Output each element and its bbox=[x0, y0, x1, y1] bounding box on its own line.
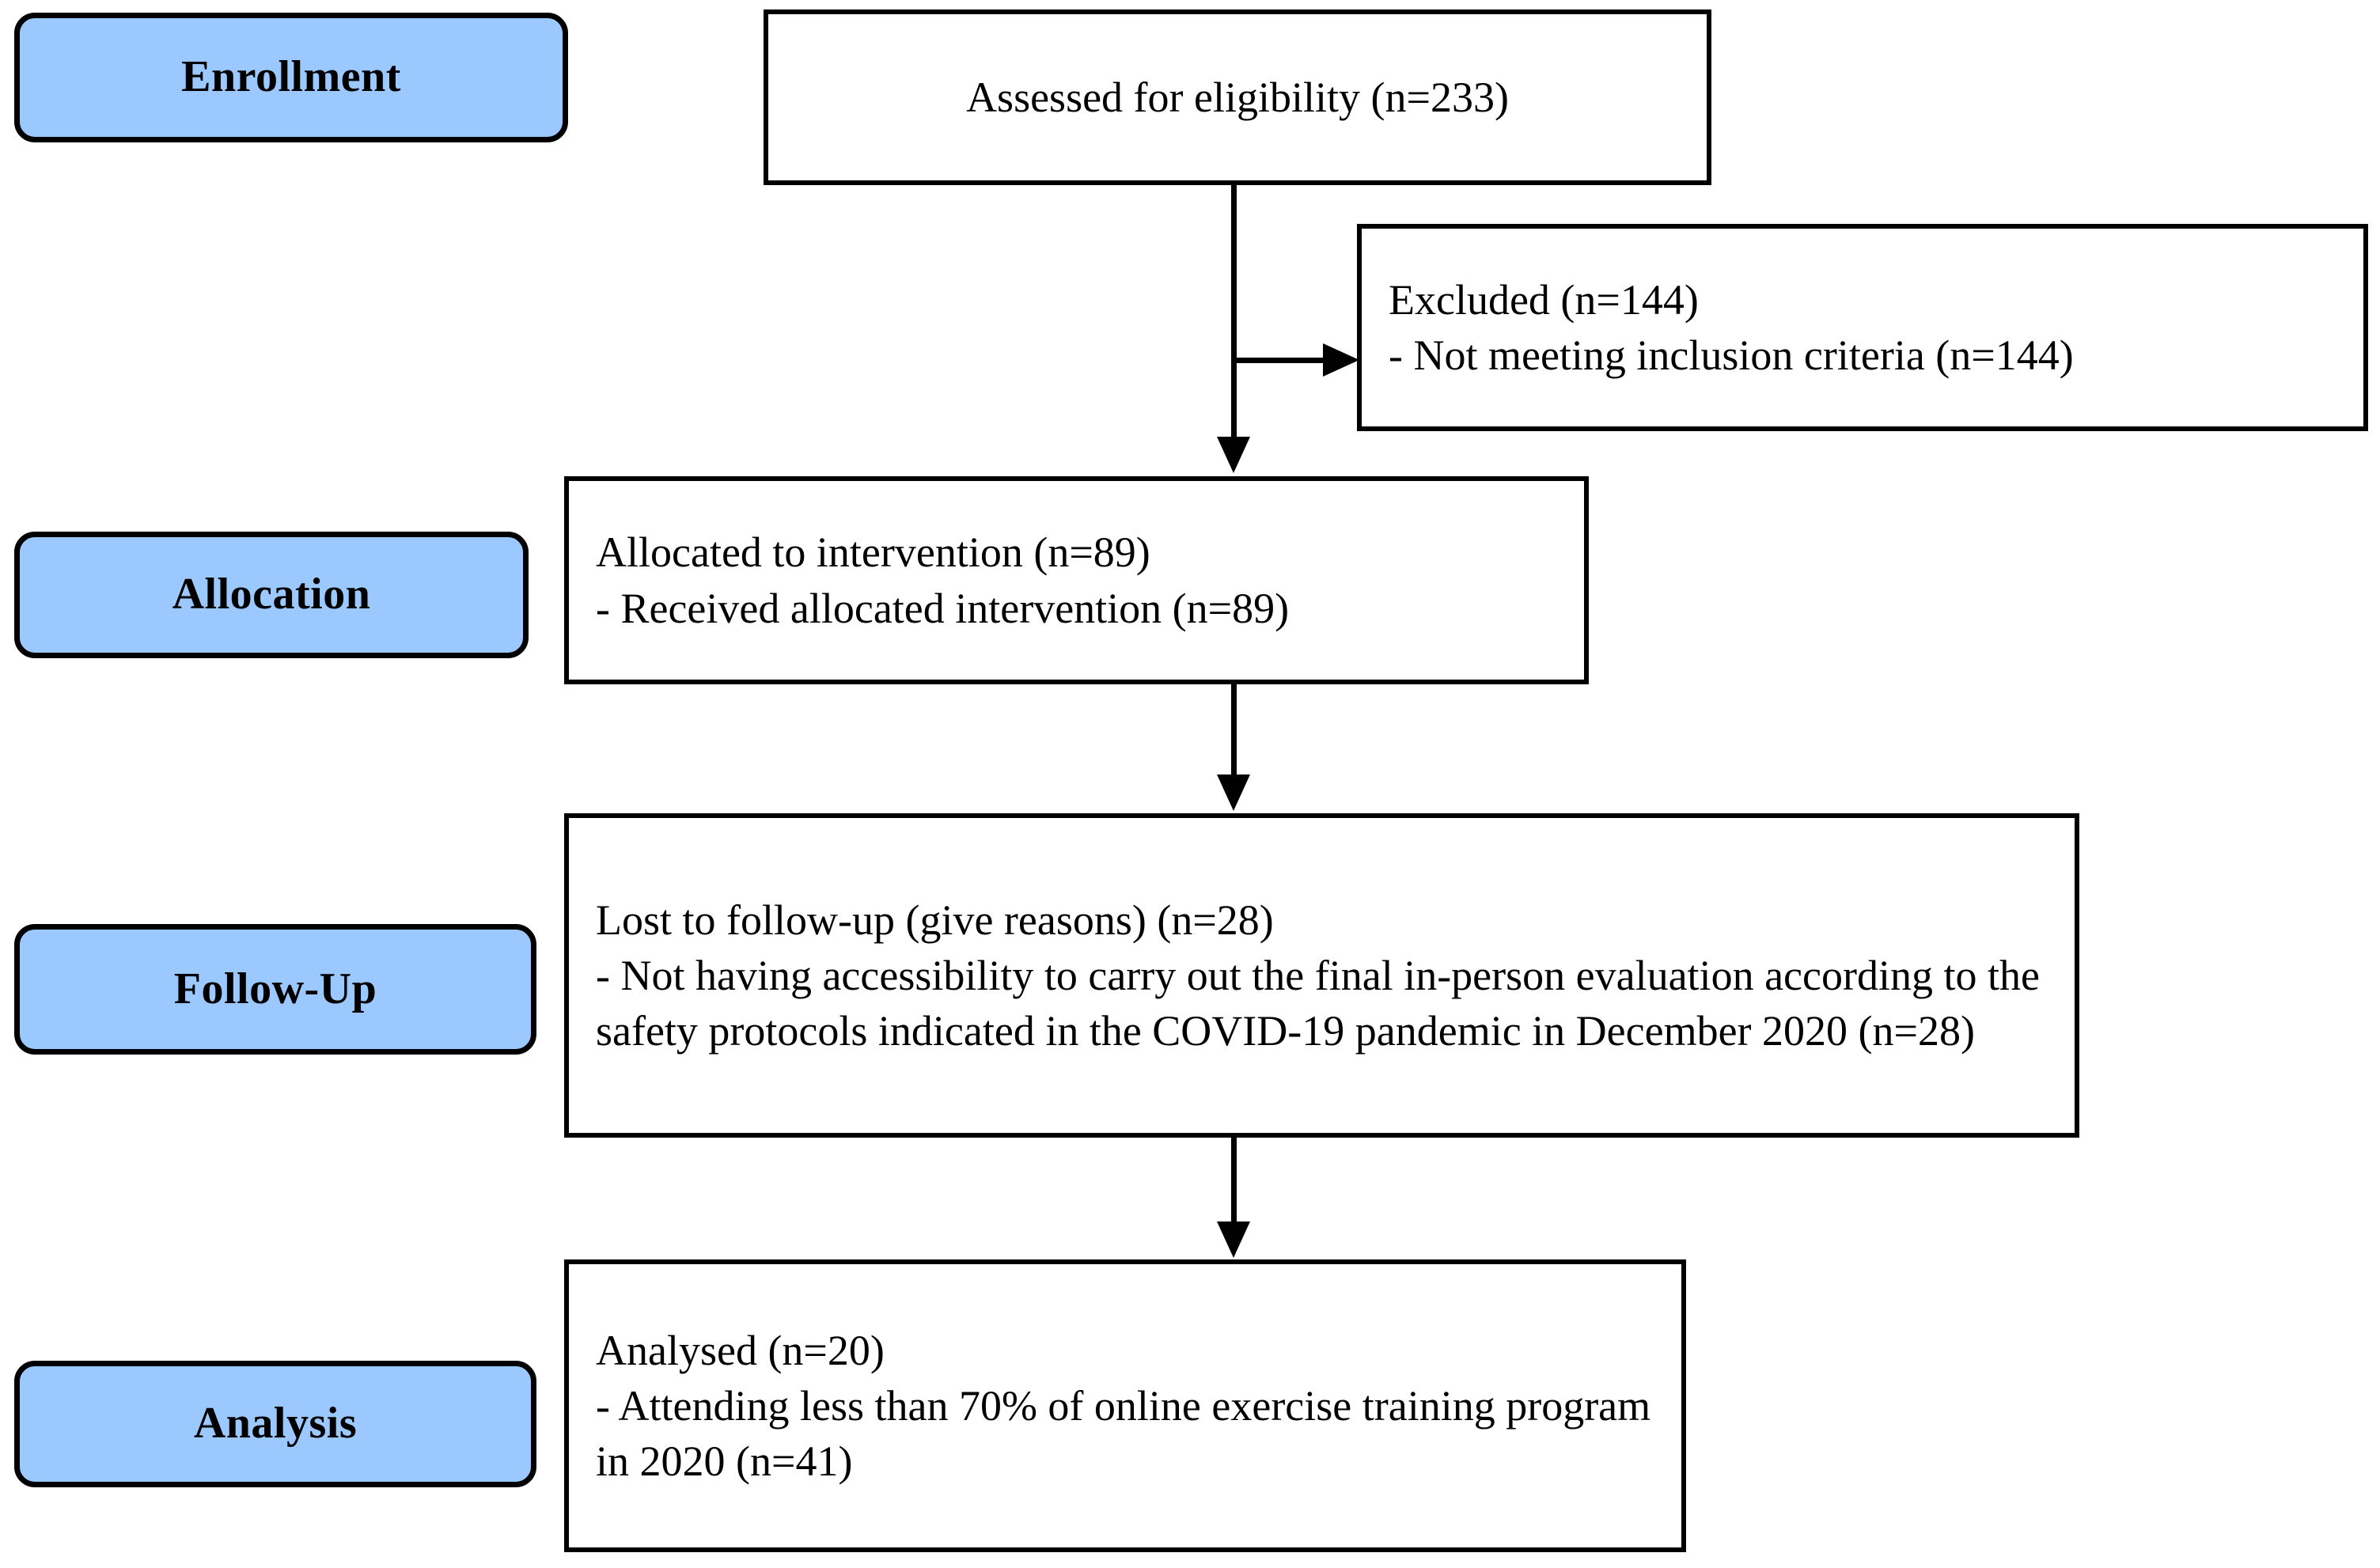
stage-label-analysis-text: Analysis bbox=[193, 1399, 358, 1449]
stage-label-enrollment: Enrollment bbox=[14, 13, 568, 142]
box-analysed-line-1: Analysed (n=20) bbox=[596, 1326, 885, 1374]
stage-label-allocation-text: Allocation bbox=[172, 570, 371, 619]
connector-assessed-to-allocated bbox=[1231, 185, 1237, 440]
box-lost-to-followup: Lost to follow-up (give reasons) (n=28) … bbox=[564, 813, 2079, 1138]
arrowhead-followup-to-analysis bbox=[1217, 1221, 1250, 1258]
box-assessed-line-1: Assessed for eligibility (n=233) bbox=[966, 73, 1509, 121]
box-excluded-line-1: Excluded (n=144) bbox=[1389, 275, 1699, 324]
stage-label-followup-text: Follow-Up bbox=[173, 964, 377, 1013]
connector-to-excluded bbox=[1231, 358, 1326, 363]
stage-label-allocation: Allocation bbox=[14, 532, 529, 658]
connector-followup-to-analysis bbox=[1231, 1138, 1237, 1225]
box-allocated: Allocated to intervention (n=89) - Recei… bbox=[564, 476, 1589, 684]
box-analysed-line-2: - Attending less than 70% of online exer… bbox=[596, 1381, 1651, 1486]
box-assessed-for-eligibility: Assessed for eligibility (n=233) bbox=[764, 9, 1711, 185]
box-lost-line-2: - Not having accessibility to carry out … bbox=[596, 951, 2040, 1055]
box-allocated-line-1: Allocated to intervention (n=89) bbox=[596, 528, 1150, 577]
box-allocated-line-2: - Received allocated intervention (n=89) bbox=[596, 584, 1290, 632]
stage-label-enrollment-text: Enrollment bbox=[181, 52, 401, 102]
connector-allocated-to-followup bbox=[1231, 684, 1237, 778]
arrowhead-allocated-to-followup bbox=[1217, 775, 1250, 811]
arrowhead-assessed-to-allocated bbox=[1217, 437, 1250, 473]
box-lost-line-1: Lost to follow-up (give reasons) (n=28) bbox=[596, 896, 1274, 944]
box-excluded: Excluded (n=144) - Not meeting inclusion… bbox=[1357, 224, 2368, 431]
box-analysed: Analysed (n=20) - Attending less than 70… bbox=[564, 1259, 1686, 1552]
arrowhead-to-excluded bbox=[1323, 343, 1359, 377]
box-excluded-line-2: - Not meeting inclusion criteria (n=144) bbox=[1389, 331, 2074, 379]
stage-label-analysis: Analysis bbox=[14, 1361, 536, 1487]
stage-label-followup: Follow-Up bbox=[14, 924, 536, 1055]
